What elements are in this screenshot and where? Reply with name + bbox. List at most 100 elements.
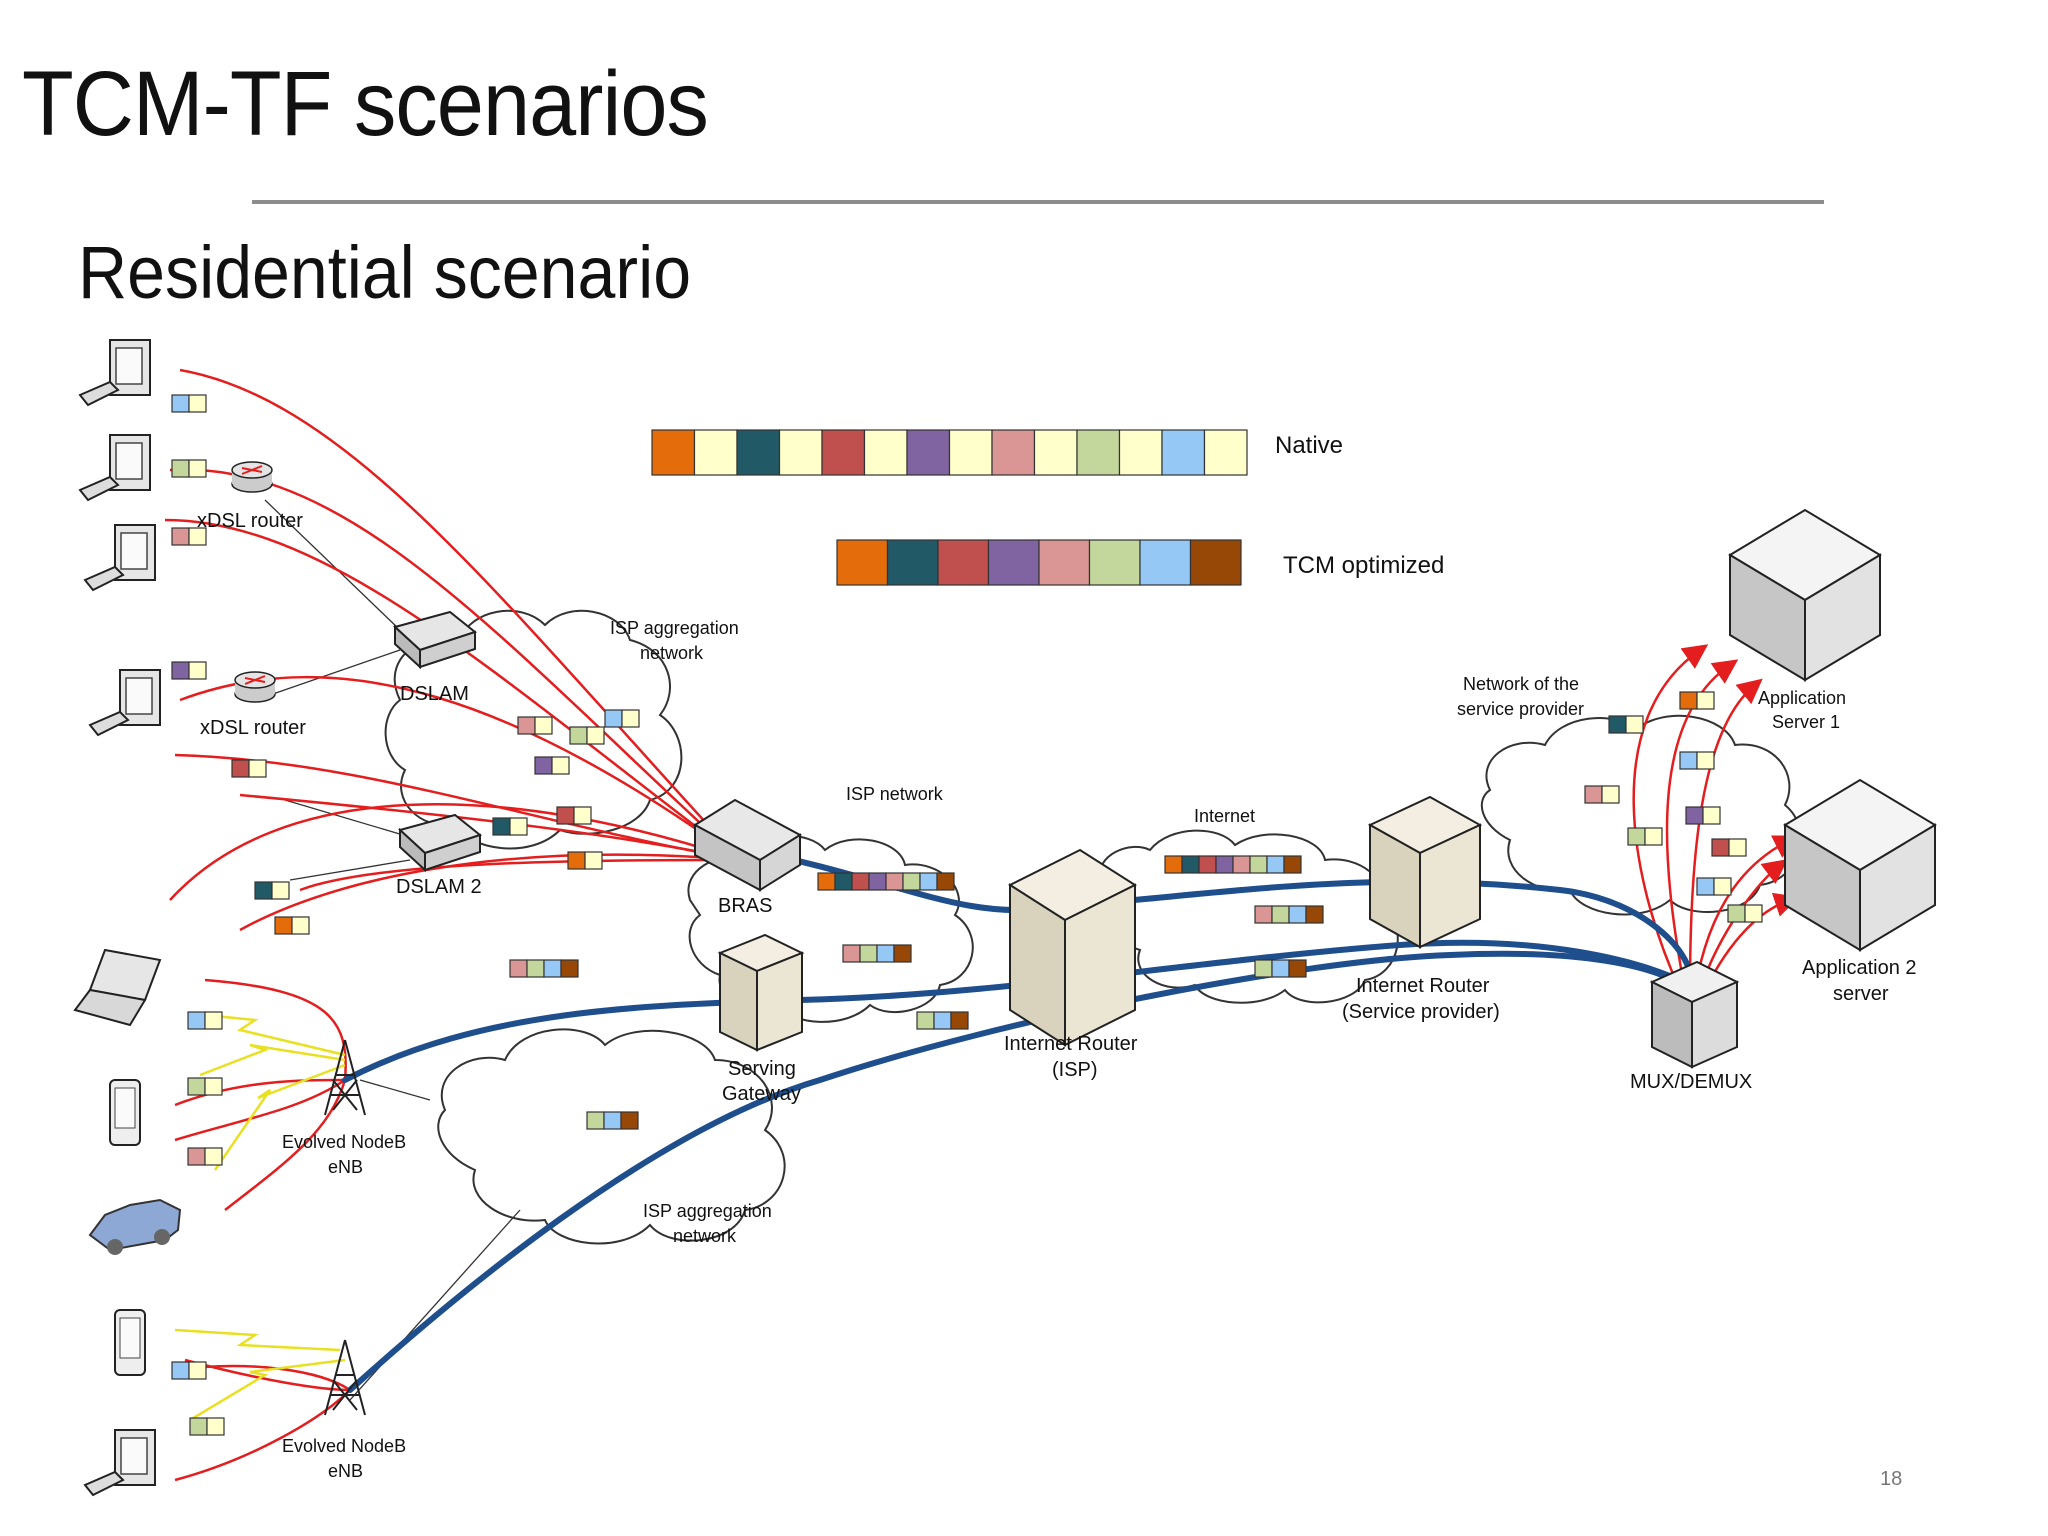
label-enb2-1: Evolved NodeB [282, 1436, 406, 1456]
packet-optimized-cell [885, 872, 904, 891]
legend-native-cell [1076, 429, 1121, 476]
label-xdsl-router-2: xDSL router [200, 717, 306, 739]
legend-optimized-cell [1189, 539, 1242, 586]
packet-native-color [187, 1011, 206, 1030]
packet-native-color [1627, 827, 1646, 846]
packet-native-color [492, 817, 511, 836]
packet-native-cream [188, 394, 207, 413]
packet-native-color [1711, 838, 1730, 857]
red-access-lines [164, 368, 741, 1482]
packet-native-cream [188, 527, 207, 546]
label-isp-aggregation-bottom-1: ISP aggregation [643, 1201, 772, 1221]
packet-optimized-cell [543, 959, 562, 978]
packet-optimized-cell [586, 1111, 605, 1130]
label-mux-demux: MUX/DEMUX [1630, 1071, 1752, 1093]
label-internet-router-sp-1: Internet Router [1356, 975, 1490, 997]
packet-optimized-cell [1266, 855, 1285, 874]
packet-optimized-cell [859, 944, 878, 963]
packet-native-cream [573, 806, 592, 825]
packet-native-cream [188, 459, 207, 478]
label-isp-network: ISP network [846, 784, 944, 804]
label-bras: BRAS [718, 895, 772, 917]
label-internet-router-sp-2: (Service provider) [1342, 1001, 1500, 1023]
label-serving-gateway-1: Serving [728, 1058, 796, 1080]
wireless-links [174, 1013, 346, 1422]
label-isp-aggregation-bottom-2: network [673, 1226, 737, 1246]
legend-native-cell [651, 429, 696, 476]
packet-native-cream [1702, 806, 1721, 825]
packet-native-cream [1728, 838, 1747, 857]
car-icon [88, 1198, 182, 1255]
packet-optimized-cell [1232, 855, 1251, 874]
label-network-sp-2: service provider [1457, 699, 1584, 719]
legend-optimized-cell [886, 539, 939, 586]
packet-native-cream [534, 716, 553, 735]
packet-native-color [254, 881, 273, 900]
label-dslam: DSLAM [400, 683, 469, 705]
legend-native-cell [821, 429, 866, 476]
bras-icon [693, 798, 802, 892]
dslam-icon [392, 610, 478, 670]
packet-optimized-cell [1249, 855, 1268, 874]
legend-native-cell [1118, 429, 1163, 476]
packet-native-cream [291, 916, 310, 935]
packet-optimized-cell [603, 1111, 622, 1130]
packet-optimized-cell [916, 1011, 935, 1030]
packet-native-cream [271, 881, 290, 900]
packet-native-color [1727, 904, 1746, 923]
packet-optimized-cell [1305, 905, 1324, 924]
packet-native-cream [1644, 827, 1663, 846]
packet-native-cream [204, 1077, 223, 1096]
packet-optimized-cell [868, 872, 887, 891]
label-enb1-1: Evolved NodeB [282, 1132, 406, 1152]
packet-optimized-cell [902, 872, 921, 891]
packet-native-color [556, 806, 575, 825]
label-app-server1-1: Application [1758, 688, 1846, 708]
label-app-server2-2: server [1833, 983, 1889, 1005]
computer-icon [83, 1429, 156, 1497]
label-serving-gateway-2: Gateway [722, 1083, 801, 1105]
page-number: 18 [1880, 1468, 1903, 1490]
packet-native-color [1608, 715, 1627, 734]
packet-native-cream [248, 759, 267, 778]
computer-icon [88, 669, 161, 737]
packet-native-cream [1601, 785, 1620, 804]
packet-optimized-cell [893, 944, 912, 963]
packet-optimized-cell [842, 944, 861, 963]
legend-native-cell [1203, 429, 1248, 476]
packet-native-color [1696, 877, 1715, 896]
packet-native-cream [204, 1147, 223, 1166]
packet-optimized-cell [560, 959, 579, 978]
legend-native-cell [1033, 429, 1078, 476]
packet-native-color [1679, 691, 1698, 710]
packet-native-cream [188, 1361, 207, 1380]
packet-optimized-cell [1198, 855, 1217, 874]
packet-native-color [1584, 785, 1603, 804]
packet-optimized-cell [876, 944, 895, 963]
packet-optimized-cell [936, 872, 955, 891]
packet-native-cream [1713, 877, 1732, 896]
legend-optimized-cell [1139, 539, 1192, 586]
legend-native-cell [991, 429, 1036, 476]
packet-optimized-cell [817, 872, 836, 891]
legend-optimized-cell [1038, 539, 1091, 586]
legend-native-cell [1161, 429, 1206, 476]
computer-icon [83, 524, 156, 592]
packet-optimized-cell [1254, 905, 1273, 924]
packet-optimized-cell [834, 872, 853, 891]
packet-native-color [569, 726, 588, 745]
packet-native-color [171, 527, 190, 546]
phone-icon [109, 1079, 141, 1146]
packet-optimized-cell [620, 1111, 639, 1130]
label-internet: Internet [1194, 806, 1255, 826]
label-internet-router-isp-1: Internet Router [1004, 1033, 1138, 1055]
label-xdsl-router-1: xDSL router [197, 510, 303, 532]
packet-optimized-cell [933, 1011, 952, 1030]
serving-gateway-icon [717, 933, 805, 1052]
label-enb1-2: eNB [328, 1157, 363, 1177]
label-app-server2-1: Application 2 [1802, 957, 1917, 979]
legend-optimized-cell [1088, 539, 1141, 586]
packet-markers [171, 394, 1763, 1436]
packet-optimized-cell [950, 1011, 969, 1030]
